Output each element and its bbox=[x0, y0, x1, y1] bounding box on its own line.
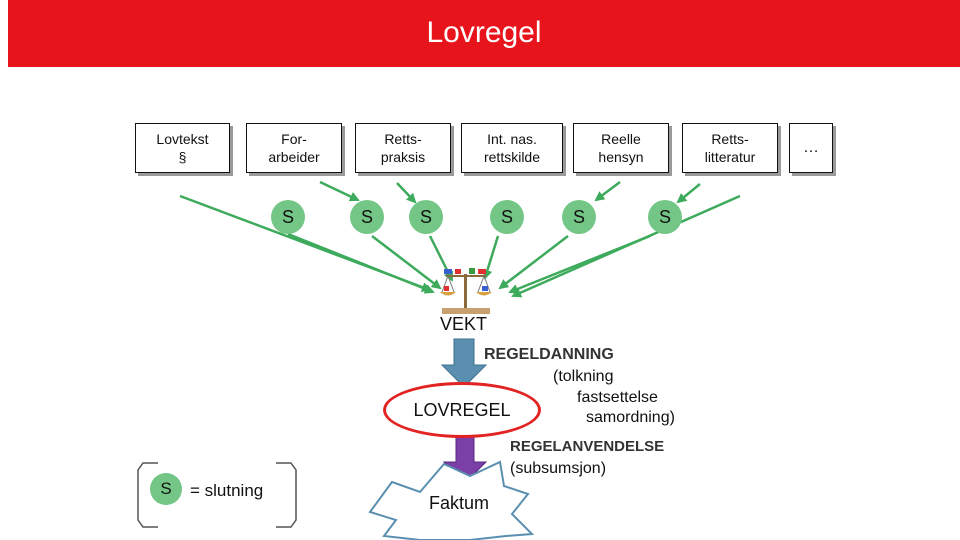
regeldanning-arrow bbox=[440, 338, 488, 388]
arrow-rettslitteratur bbox=[676, 183, 701, 204]
arrow-int-rettskilde bbox=[482, 235, 500, 280]
fastsettelse-label: fastsettelse bbox=[577, 389, 658, 406]
arrow-rettspraksis-top2 bbox=[396, 182, 417, 204]
vekt-label: VEKT bbox=[440, 314, 488, 334]
regelanvendelse-label: REGELANVENDELSE bbox=[510, 438, 665, 455]
legend-bracket-right bbox=[276, 462, 297, 528]
regeldanning-label: REGELDANNING bbox=[484, 346, 614, 363]
legend-slutning-node: S bbox=[150, 473, 182, 505]
arrow-rettslitteratur-bottom bbox=[511, 194, 741, 298]
slutning-node: S bbox=[409, 200, 443, 234]
page-title: Lovregel bbox=[426, 16, 542, 49]
title-bar: Lovregel bbox=[8, 0, 960, 67]
arrow-rettspraksis-top bbox=[319, 180, 360, 202]
arrow-rettspraksis-left bbox=[371, 235, 442, 290]
lovregel-node: LOVREGEL bbox=[383, 382, 541, 438]
source-int-rettskilde: Int. nas. rettskilde bbox=[461, 123, 563, 173]
arrow-reelle-top bbox=[594, 181, 621, 202]
faktum-burst bbox=[368, 460, 535, 540]
scale-icon bbox=[440, 268, 492, 314]
arrow-forarbeider bbox=[287, 232, 435, 294]
lovregel-label: LOVREGEL bbox=[413, 400, 511, 420]
source-lovtekst: Lovtekst § bbox=[135, 123, 230, 173]
legend-bracket-left bbox=[137, 462, 158, 528]
source-forarbeider: For- arbeider bbox=[246, 123, 342, 173]
source-reelle-hensyn: Reelle hensyn bbox=[573, 123, 669, 173]
subsumsjon-label: (subsumsjon) bbox=[510, 460, 607, 477]
slutning-node: S bbox=[350, 200, 384, 234]
slutning-node: S bbox=[648, 200, 682, 234]
tolkning-label: (tolkning bbox=[553, 368, 614, 385]
source-rettspraksis: Retts- praksis bbox=[355, 123, 451, 173]
legend-text: = slutning bbox=[190, 481, 264, 500]
faktum-label: Faktum bbox=[429, 493, 490, 513]
source-more: … bbox=[789, 123, 833, 173]
arrow-reelle-left bbox=[498, 235, 569, 290]
slutning-node: S bbox=[562, 200, 596, 234]
source-rettslitteratur: Retts- litteratur bbox=[682, 123, 778, 173]
slutning-node: S bbox=[490, 200, 524, 234]
samordning-label: samordning) bbox=[586, 409, 675, 426]
slutning-node: S bbox=[271, 200, 305, 234]
